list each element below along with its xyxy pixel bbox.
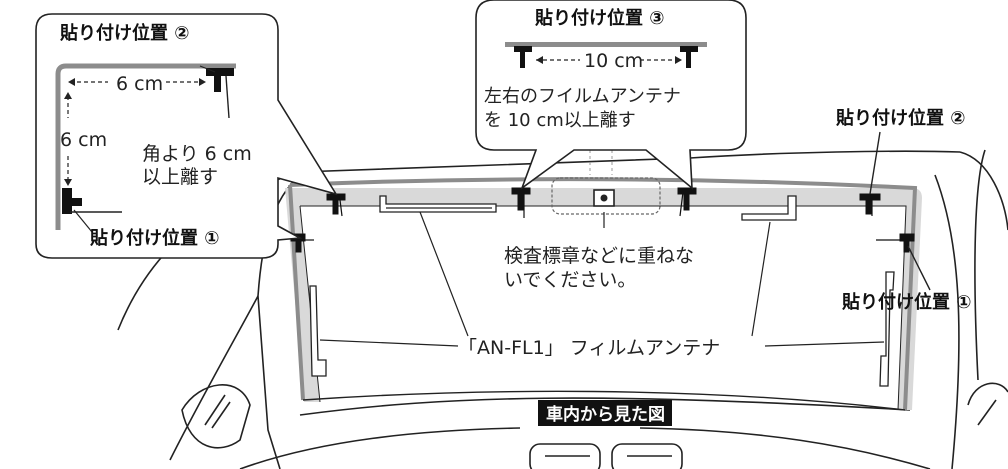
film-antennas bbox=[309, 195, 895, 387]
antenna-right-side bbox=[879, 271, 895, 387]
label-position-2-left: 貼り付け位置 ② bbox=[60, 22, 190, 44]
clip-side-right bbox=[876, 233, 915, 253]
label-inspection-note-2: いでください。 bbox=[504, 269, 636, 291]
label-position-1-left: 貼り付け位置 ① bbox=[90, 227, 220, 249]
clip-top-center-right bbox=[677, 187, 697, 217]
right-position-labels: 貼り付け位置 ② 貼り付け位置 ① bbox=[836, 107, 972, 313]
inspection-note: 検査標章などに重ねな いでください。 bbox=[504, 212, 694, 291]
label-dim-vertical: 6 cm bbox=[60, 129, 107, 151]
clip-top-center-left bbox=[511, 187, 531, 218]
label-dim-horizontal: 6 cm bbox=[116, 73, 163, 95]
label-position-3: 貼り付け位置 ③ bbox=[535, 7, 665, 29]
inspection-sticker-area bbox=[551, 150, 661, 215]
label-corner-note-2: 以上離す bbox=[142, 166, 218, 188]
antenna-right-top bbox=[741, 195, 797, 221]
car-interior-outline bbox=[117, 149, 1008, 469]
label-antenna: 「AN-FL1」 フィルムアンテナ bbox=[458, 337, 720, 359]
label-position-2-right: 貼り付け位置 ② bbox=[836, 107, 966, 129]
label-spacing-10cm: 10 cm bbox=[584, 50, 643, 72]
callout-position-3: 貼り付け位置 ③ 10 cm 左右のフイルムアンテナ を 10 cm以上離す bbox=[475, 0, 747, 191]
label-position-1-right: 貼り付け位置 ① bbox=[842, 291, 972, 313]
antenna-label-group bbox=[319, 211, 885, 347]
callout-corner-detail: 貼り付け位置 ② 6 cm 6 cm 角より 6 cm 以上離す 貼り付け位置 … bbox=[35, 13, 338, 259]
label-spacing-note-1: 左右のフイルムアンテナ bbox=[484, 86, 681, 107]
windshield-inner-edge bbox=[299, 205, 907, 411]
inspection-sticker-outline bbox=[551, 177, 661, 215]
label-spacing-note-2: を 10 cm以上離す bbox=[484, 110, 636, 131]
clip-top-right bbox=[859, 193, 881, 216]
label-view: 車内から見た図 bbox=[546, 404, 665, 425]
view-label-badge: 車内から見た図 bbox=[538, 400, 672, 426]
label-inspection-note-1: 検査標章などに重ねな bbox=[504, 245, 694, 267]
label-corner-note-1: 角より 6 cm bbox=[142, 143, 252, 165]
windshield-frame bbox=[288, 177, 918, 411]
antenna-left-side bbox=[309, 285, 327, 377]
